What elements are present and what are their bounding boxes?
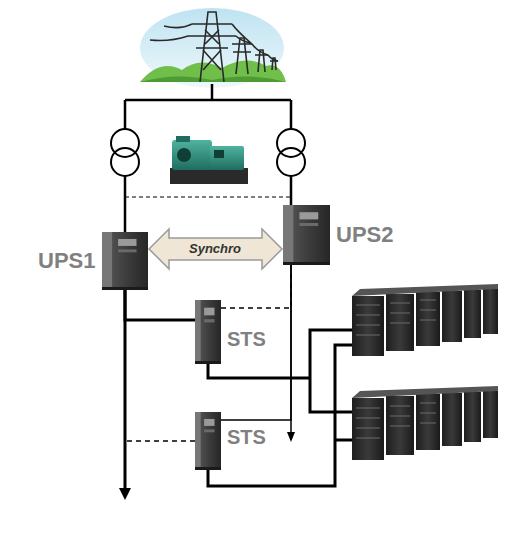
cabinet-icon (195, 412, 221, 470)
sts-cabinet: STS (195, 412, 266, 470)
power-feed (125, 290, 195, 320)
power-line-picture (140, 8, 286, 88)
ups-cabinet: UPS1 (38, 232, 148, 290)
ups-cabinet: UPS2 (283, 205, 394, 265)
power-feed (221, 265, 291, 308)
node-label: UPS1 (38, 249, 95, 273)
cabinet-icon (283, 205, 330, 265)
load-arrowhead (287, 432, 295, 442)
generator-picture (170, 136, 248, 184)
sts-cabinet: STS (195, 300, 266, 364)
load-arrowhead (119, 488, 131, 500)
node-label: STS (227, 426, 266, 448)
cabinet-icon (102, 232, 148, 290)
node-label: STS (227, 328, 266, 350)
edge-label: Synchro (187, 242, 243, 256)
node-label: UPS2 (336, 223, 393, 247)
power-feed (125, 290, 195, 441)
output-wiring (125, 265, 352, 488)
server-racks (352, 284, 498, 460)
cabinet-icon (195, 300, 221, 364)
power-feed (221, 265, 291, 420)
sync-arrow (149, 229, 282, 269)
supply-wiring (111, 84, 305, 232)
